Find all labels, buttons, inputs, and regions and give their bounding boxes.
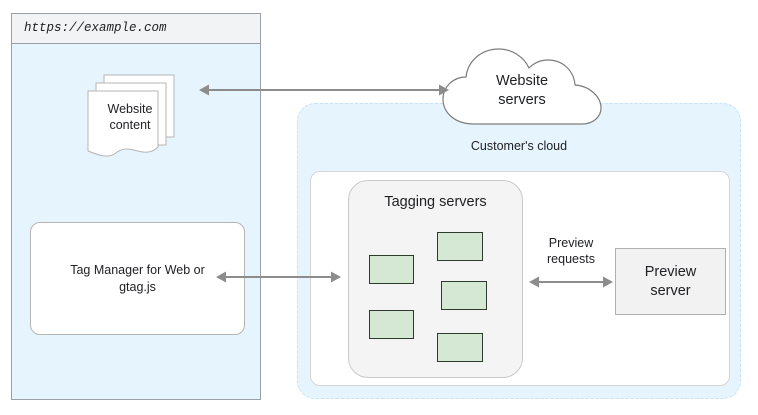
arrow-tagmanager-to-tagging <box>216 271 341 283</box>
website-servers-label: Website servers <box>440 72 604 110</box>
arrow-head <box>603 276 613 288</box>
tag-node-4 <box>369 310 414 339</box>
preview-server-box: Preview server <box>615 248 726 315</box>
customer-cloud-label: Customer's cloud <box>470 139 568 153</box>
tag-manager-line1: Tag Manager for Web or <box>70 262 205 277</box>
arrow-head <box>216 271 226 283</box>
website-servers-line2: servers <box>498 92 546 108</box>
website-content-document-stack: Website content <box>86 67 186 162</box>
tag-manager-line2: gtag.js <box>119 279 156 294</box>
preview-server-label: Preview server <box>645 263 697 301</box>
arrow-head <box>529 276 539 288</box>
preview-server-line2: server <box>650 282 691 299</box>
website-content-line1: Website <box>107 102 153 116</box>
browser-url-text: https://example.com <box>24 21 167 35</box>
arrow-content-to-website-servers <box>199 84 449 96</box>
tag-manager-label: Tag Manager for Web or gtag.js <box>60 262 215 296</box>
arrow-head <box>331 271 341 283</box>
arrow-head <box>199 84 209 96</box>
document-stack-icon <box>87 74 175 157</box>
tag-node-5 <box>437 333 483 362</box>
tag-node-2 <box>369 255 414 284</box>
tag-node-3 <box>441 281 487 310</box>
preview-requests-label: Preview requests <box>528 235 614 267</box>
website-servers-cloud: Website servers <box>440 46 604 128</box>
tag-manager-box: Tag Manager for Web or gtag.js <box>30 222 245 335</box>
preview-requests-line1: Preview <box>548 236 594 250</box>
website-content-line2: content <box>109 118 151 132</box>
tag-node-1 <box>437 232 483 261</box>
preview-requests-line2: requests <box>547 252 595 266</box>
arrow-tagging-to-preview <box>529 276 613 288</box>
tagging-servers-title: Tagging servers <box>384 194 487 210</box>
website-content-label: Website content <box>92 101 168 133</box>
website-servers-line1: Website <box>495 73 549 89</box>
preview-server-line1: Preview <box>644 263 697 280</box>
arrow-head <box>439 84 449 96</box>
browser-url-bar[interactable]: https://example.com <box>12 14 260 44</box>
